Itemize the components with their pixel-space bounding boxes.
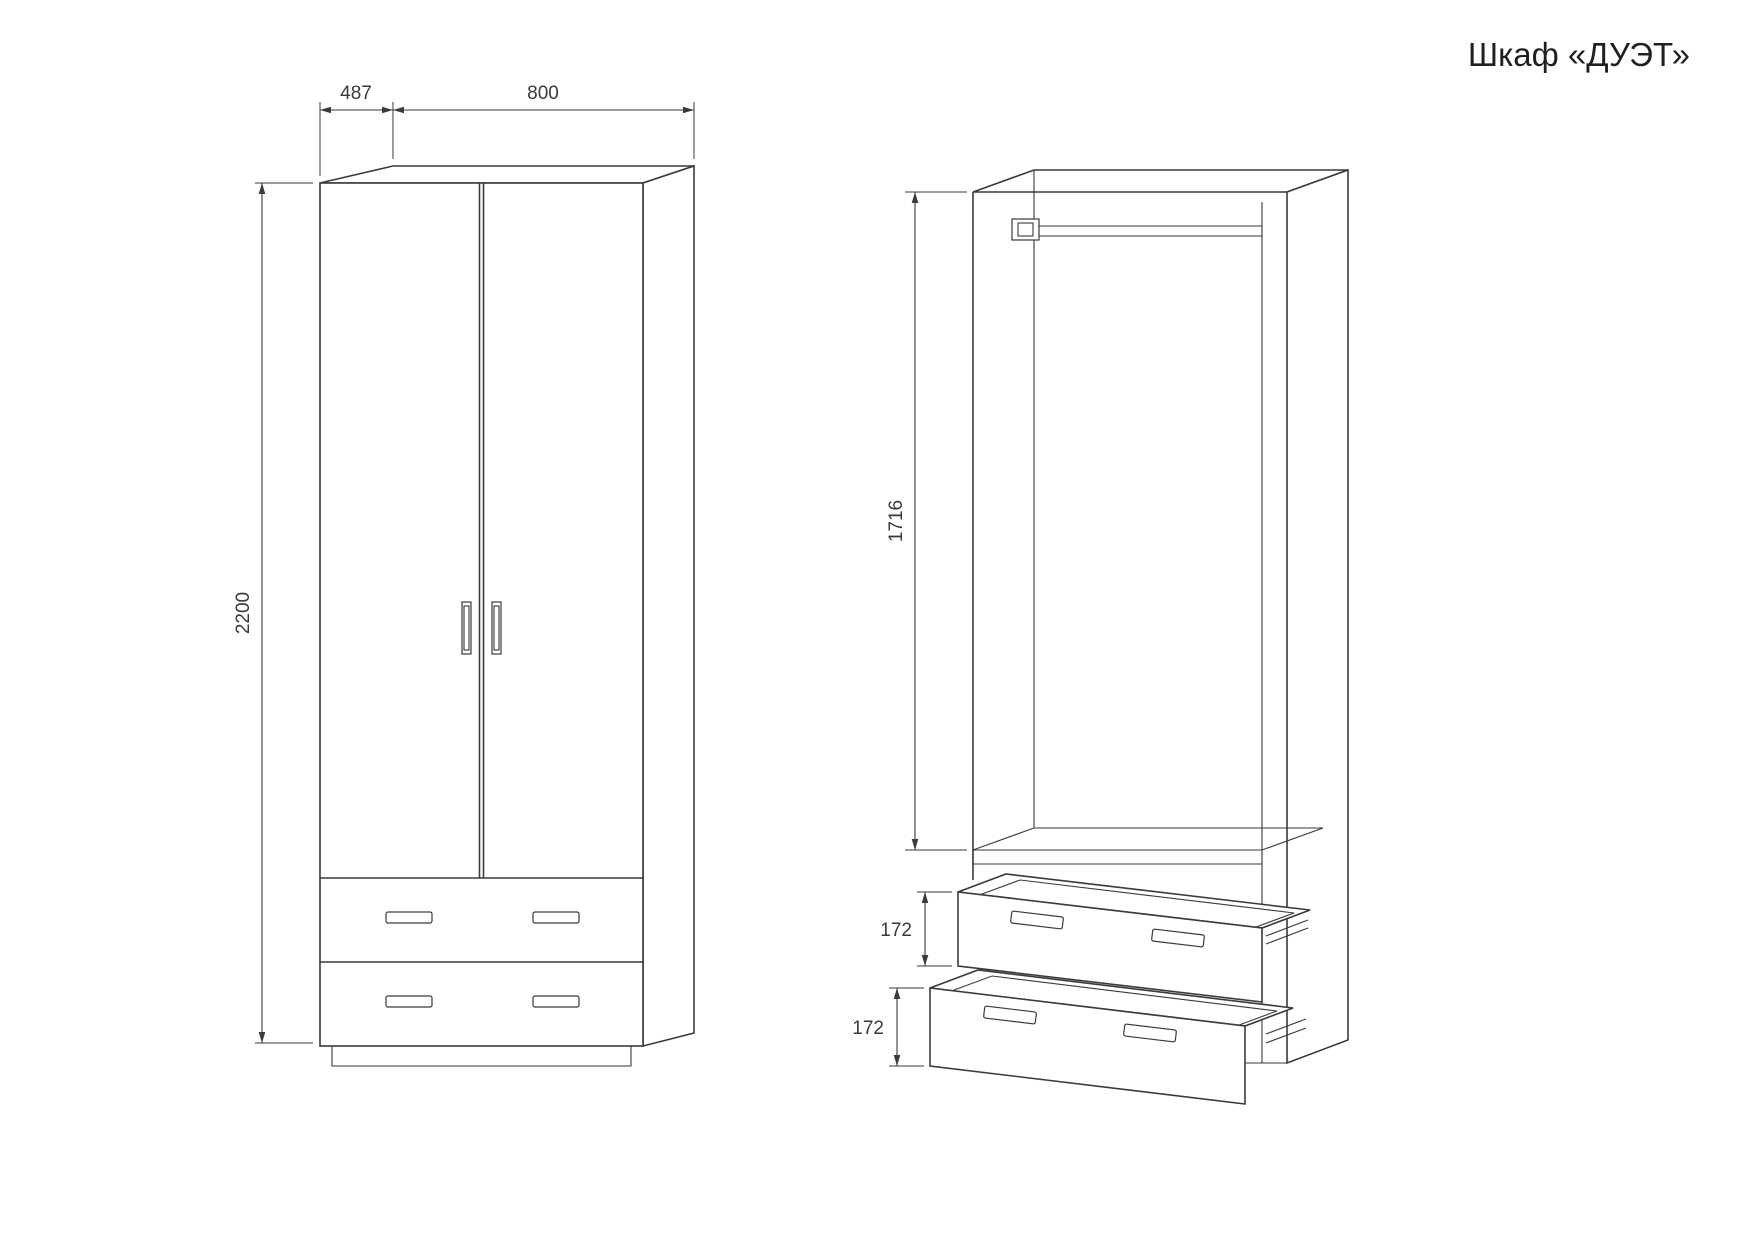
drawer-fronts (320, 877, 643, 1008)
open-drawer-2 (929, 969, 1294, 1105)
dimension-top-drawer: 172 (880, 891, 952, 967)
rod-bracket (1011, 218, 1040, 241)
side-panel (642, 164, 695, 1048)
page-title: Шкаф «ДУЭТ» (1468, 36, 1690, 73)
dimension-depth: 487 (319, 83, 394, 176)
drawer1-handle-right (1151, 928, 1205, 948)
cabinet-front (319, 182, 644, 1047)
dimension-bottom-drawer-label: 172 (852, 1018, 884, 1039)
drawer2-handle-left (385, 995, 433, 1008)
drawer2-handle-right (532, 995, 580, 1008)
dimension-width-label: 800 (527, 83, 559, 104)
dimension-top-drawer-label: 172 (880, 920, 912, 941)
drawer1-handle-left (385, 911, 433, 924)
drawer1-handle-left (1010, 910, 1064, 930)
interior-view: 1716 172 172 (852, 168, 1349, 1105)
dimension-width: 800 (393, 83, 695, 159)
right-door-handle (491, 601, 502, 655)
left-door-handle (461, 601, 472, 655)
dimension-height: 2200 (233, 182, 313, 1044)
drawer2-handle-right (1123, 1023, 1177, 1043)
dimension-depth-label: 487 (340, 83, 372, 104)
bottom-shelf (972, 827, 1324, 865)
dimension-height-label: 2200 (233, 592, 254, 634)
top-panel (319, 165, 695, 184)
front-view: 487 800 2200 (233, 83, 695, 1067)
hanging-rod (1011, 218, 1262, 241)
dimension-hanging-height: 1716 (886, 191, 967, 851)
side-panel (1286, 168, 1349, 1065)
drawer2-handle-left (983, 1005, 1037, 1025)
plinth (331, 1046, 632, 1067)
dimension-hanging-height-label: 1716 (886, 500, 907, 542)
doors (461, 183, 502, 878)
top-panel (972, 169, 1349, 193)
dimension-bottom-drawer: 172 (852, 987, 924, 1067)
open-drawer-1 (957, 873, 1311, 1003)
drawer-rails (1265, 919, 1309, 1044)
drawer1-handle-right (532, 911, 580, 924)
